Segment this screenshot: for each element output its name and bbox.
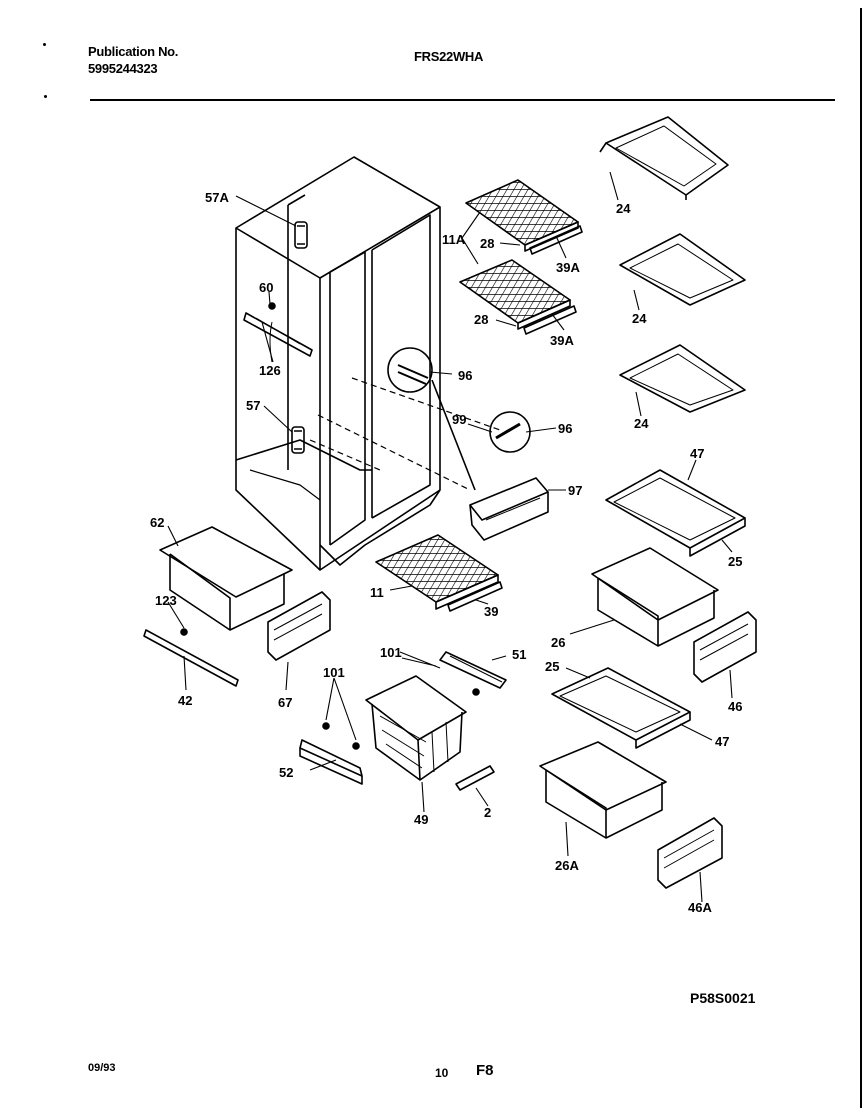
callout-11A: 11A: [442, 232, 466, 247]
part-24-shelf-top: [599, 116, 729, 200]
part-49-basket: [365, 675, 467, 781]
part-46-door-front: [693, 611, 757, 683]
callout-57: 57: [246, 398, 260, 413]
callout-96-lower: 96: [558, 421, 572, 436]
callout-101-lower: 101: [323, 665, 345, 680]
callout-39A-lower: 39A: [550, 333, 574, 348]
part-11A-shelf-lower: [459, 259, 577, 335]
part-2-bracket: [455, 765, 495, 791]
callout-51: 51: [512, 647, 526, 662]
callout-25-upper: 25: [728, 554, 742, 569]
cabinet-body: [235, 156, 441, 571]
callout-49: 49: [414, 812, 428, 827]
callout-62: 62: [150, 515, 164, 530]
publication-label: Publication No.: [88, 44, 179, 59]
part-46A-door-front: [657, 817, 723, 889]
registration-mark: [43, 43, 46, 46]
part-52-rail: [299, 722, 363, 785]
callout-labels: 57A 60 126 57 62 123 42 67 11A 28 39A 28…: [150, 190, 742, 915]
callout-26A: 26A: [555, 858, 579, 873]
registration-mark: [44, 95, 47, 98]
model-number: FRS22WHA: [414, 49, 484, 64]
part-96-fitting: [387, 347, 476, 491]
callout-24-top: 24: [616, 201, 631, 216]
callout-97: 97: [568, 483, 582, 498]
callout-39A-upper: 39A: [556, 260, 580, 275]
callout-46A: 46A: [688, 900, 712, 915]
part-99-fitting: [489, 411, 531, 453]
callout-57A: 57A: [205, 190, 229, 205]
part-67-door-front: [267, 591, 331, 661]
part-51-rail: [439, 651, 507, 696]
leader-lines: [167, 171, 733, 903]
callout-11: 11: [370, 585, 384, 600]
callout-26: 26: [551, 635, 565, 650]
callout-28-lower: 28: [474, 312, 488, 327]
part-47-cover-upper: [605, 469, 746, 557]
page-edge: [860, 8, 862, 1108]
part-57A-cover: [294, 221, 308, 249]
section-code: F8: [476, 1062, 494, 1079]
part-24-shelf-bottom: [619, 344, 746, 413]
part-42-rail: [143, 628, 239, 687]
part-26A-drawer: [539, 741, 667, 839]
callout-28-upper: 28: [480, 236, 494, 251]
part-24-shelf-middle: [619, 233, 746, 306]
callout-46: 46: [728, 699, 742, 714]
diagram-code: P58S0021: [690, 990, 756, 1006]
header-rule: [90, 99, 835, 101]
callout-42: 42: [178, 693, 192, 708]
part-47-cover-lower: [551, 667, 691, 749]
callout-67: 67: [278, 695, 292, 710]
part-26-drawer: [591, 547, 719, 647]
part-97-dispenser: [469, 477, 549, 541]
part-11A-shelf-upper: [465, 179, 583, 255]
callout-123: 123: [155, 593, 177, 608]
callout-101-upper: 101: [380, 645, 402, 660]
callout-24-bottom: 24: [634, 416, 649, 431]
callout-25-lower: 25: [545, 659, 559, 674]
callout-2: 2: [484, 805, 491, 820]
publication-date: 09/93: [88, 1062, 116, 1074]
publication-number: 5995244323: [88, 61, 158, 76]
callout-24-middle: 24: [632, 311, 647, 326]
callout-99: 99: [452, 412, 466, 427]
callout-60: 60: [259, 280, 273, 295]
page-number: 10: [435, 1066, 449, 1080]
part-11-shelf: [375, 534, 503, 612]
part-62-drawer: [159, 526, 293, 631]
callout-96-upper: 96: [458, 368, 472, 383]
callout-39: 39: [484, 604, 498, 619]
callout-126: 126: [259, 363, 281, 378]
part-126-rail: [243, 302, 313, 363]
callout-47-lower: 47: [715, 734, 729, 749]
assembly-guides: [309, 377, 501, 491]
part-57-cover: [291, 426, 305, 454]
callout-47-upper: 47: [690, 446, 704, 461]
callout-52: 52: [279, 765, 293, 780]
